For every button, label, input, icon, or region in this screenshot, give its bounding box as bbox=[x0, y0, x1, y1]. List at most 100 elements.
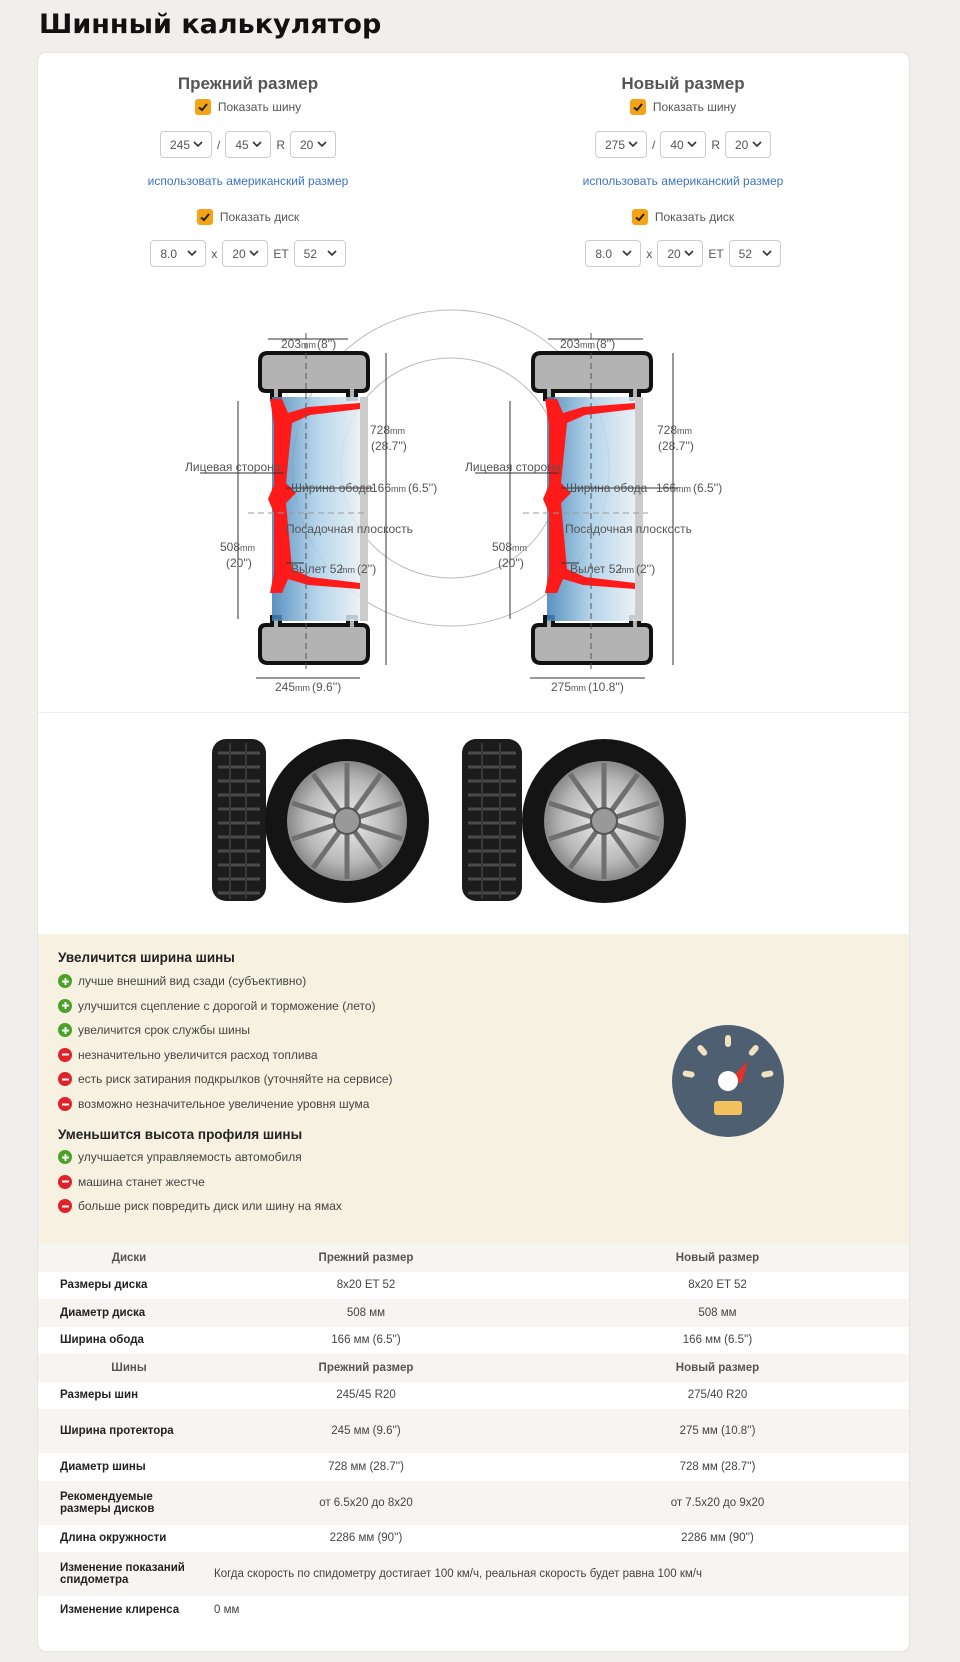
old-show-tire-checkbox[interactable] bbox=[194, 99, 211, 115]
new-tire-top bbox=[531, 351, 653, 401]
old-american-size-link[interactable]: использовать американский размер bbox=[147, 174, 349, 188]
old-diameter-select[interactable]: 20 bbox=[290, 131, 336, 158]
column-header: Прежний размер bbox=[318, 1251, 414, 1264]
new-face-label: Лицевая сторона bbox=[465, 460, 561, 474]
new-rim-inch: (6.5'') bbox=[693, 481, 722, 495]
chevron-down-icon bbox=[327, 250, 337, 257]
old-show-disk-row[interactable]: Показать диск bbox=[38, 209, 458, 225]
new-size-title: Новый размер bbox=[621, 74, 745, 93]
row-label: Диаметр диска bbox=[60, 1306, 146, 1319]
new-rim-diameter-value: 20 bbox=[667, 246, 681, 261]
new-show-tire-label: Показать шину bbox=[652, 100, 737, 114]
chevron-down-icon bbox=[193, 141, 203, 148]
new-width-select[interactable]: 275 bbox=[594, 131, 647, 158]
new-bottom-unit: mm bbox=[571, 683, 586, 693]
row-label: Ширина протектора bbox=[60, 1425, 174, 1437]
chevron-down-icon bbox=[187, 250, 197, 257]
width-effect-item: незначительно увеличится расход топлива bbox=[58, 1047, 318, 1062]
cell-value: 8x20 ET 52 bbox=[688, 1279, 747, 1292]
new-diameter-value: 20 bbox=[735, 137, 749, 152]
cell-value: 508 мм bbox=[346, 1306, 386, 1319]
width-effect-item-text: возможно незначительное увеличение уровн… bbox=[78, 1097, 370, 1111]
row-value: 0 мм bbox=[214, 1603, 240, 1616]
width-effects-title: Увеличится ширина шины bbox=[58, 950, 235, 965]
new-rim-diameter-select[interactable]: 20 bbox=[657, 240, 704, 267]
width-effect-item: улучшится сцепление с дорогой и торможен… bbox=[58, 998, 376, 1013]
plus-circle-icon bbox=[58, 1023, 72, 1038]
old-rim-diameter-value: 20 bbox=[232, 246, 246, 261]
chevron-down-icon bbox=[687, 141, 697, 148]
old-disk-diameter-inch: (20'') bbox=[226, 556, 252, 570]
old-rim-width-select[interactable]: 8.0 bbox=[150, 240, 207, 267]
old-disk-profile bbox=[268, 399, 360, 593]
old-show-tire-label: Показать шину bbox=[217, 100, 302, 114]
old-show-disk-checkbox[interactable] bbox=[196, 209, 213, 225]
old-offset-label: Вылет 52 bbox=[291, 562, 343, 576]
old-face-label: Лицевая сторона bbox=[185, 460, 281, 474]
new-rim-width-select[interactable]: 8.0 bbox=[585, 240, 642, 267]
row-label: Длина окружности bbox=[60, 1532, 167, 1545]
new-profile-select[interactable]: 40 bbox=[660, 131, 707, 158]
old-bottom-unit: mm bbox=[295, 683, 310, 693]
old-rim-diameter-select[interactable]: 20 bbox=[222, 240, 269, 267]
et-separator: ET bbox=[273, 246, 289, 261]
width-effect-item-text: увеличится срок службы шины bbox=[78, 1023, 251, 1038]
new-tire-section: 203 mm (8'') 728 mm (28.7'') Лицевая сто… bbox=[465, 333, 722, 694]
r-separator: R bbox=[711, 137, 720, 152]
et-separator: ET bbox=[708, 246, 724, 261]
old-disk-diameter-value: 508 bbox=[220, 540, 240, 554]
new-show-disk-label: Показать диск bbox=[654, 210, 735, 224]
old-tire-bottom bbox=[258, 615, 370, 665]
slash-separator: / bbox=[216, 137, 221, 152]
new-height-inch: (28.7'') bbox=[658, 439, 694, 453]
old-width-select[interactable]: 245 bbox=[159, 131, 212, 158]
row-label: Ширина обода bbox=[60, 1334, 144, 1347]
old-show-disk-label: Показать диск bbox=[219, 210, 300, 224]
cell-value: от 6.5x20 до 8x20 bbox=[319, 1496, 413, 1509]
width-effect-item: есть риск затирания подкрылков (уточняйт… bbox=[58, 1072, 393, 1087]
new-tire-size-row: 275 / 40 R 20 bbox=[473, 131, 893, 158]
new-show-tire-row[interactable]: Показать шину bbox=[473, 99, 893, 115]
old-et-select[interactable]: 52 bbox=[293, 240, 346, 267]
old-rim-value: 166 bbox=[371, 481, 391, 495]
old-offset-inch: (2'') bbox=[357, 562, 376, 576]
new-offset-unit: mm bbox=[619, 565, 634, 575]
old-disk-size-row: 8.0 x 20 ET 52 bbox=[38, 240, 458, 267]
minus-circle-icon bbox=[58, 1199, 72, 1214]
new-offset-label: Вылет 52 bbox=[570, 562, 622, 576]
new-show-disk-row[interactable]: Показать диск bbox=[473, 209, 893, 225]
cell-value: 245 мм (9.6'') bbox=[331, 1425, 401, 1437]
new-rim-lip bbox=[635, 397, 643, 621]
x-separator: x bbox=[646, 246, 653, 261]
new-show-tire-checkbox[interactable] bbox=[629, 99, 646, 115]
row-label: Рекомендуемые размеры дисков bbox=[60, 1490, 155, 1515]
old-diameter-value: 20 bbox=[300, 137, 314, 152]
new-bottom-width-value: 275 bbox=[551, 680, 571, 694]
old-top-width-value: 203 bbox=[281, 337, 301, 351]
new-american-size-link[interactable]: использовать американский размер bbox=[582, 174, 784, 188]
new-diameter-select[interactable]: 20 bbox=[725, 131, 771, 158]
chevron-down-icon bbox=[762, 250, 772, 257]
old-top-width-inch: (8'') bbox=[317, 337, 336, 351]
old-bottom-width-inch: (9.6'') bbox=[312, 680, 341, 694]
chevron-down-icon bbox=[752, 141, 762, 148]
row-label: Диаметр шины bbox=[60, 1460, 146, 1473]
new-show-disk-checkbox[interactable] bbox=[631, 209, 648, 225]
new-et-select[interactable]: 52 bbox=[728, 240, 781, 267]
old-profile-select[interactable]: 45 bbox=[225, 131, 272, 158]
new-wheel-image bbox=[522, 739, 686, 903]
chevron-down-icon bbox=[628, 141, 638, 148]
width-effect-item: возможно незначительное увеличение уровн… bbox=[58, 1097, 369, 1111]
new-width-value: 275 bbox=[604, 137, 626, 152]
cell-value: 728 мм (28.7'') bbox=[679, 1460, 756, 1473]
old-show-tire-row[interactable]: Показать шину bbox=[38, 99, 458, 115]
width-effect-item-text: незначительно увеличится расход топлива bbox=[78, 1047, 318, 1062]
old-bottom-width-value: 245 bbox=[275, 680, 295, 694]
new-top-width-inch: (8'') bbox=[596, 337, 615, 351]
